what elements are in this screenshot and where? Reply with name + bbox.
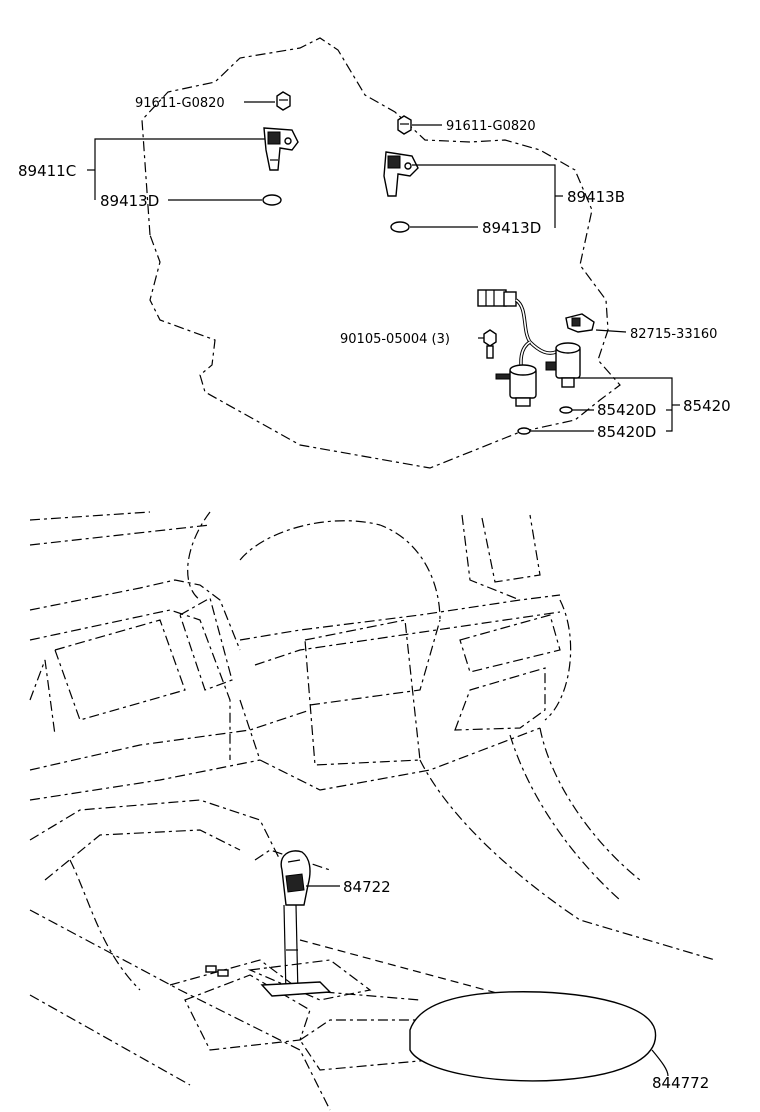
shift-knob-part	[280, 850, 311, 906]
bolt-right-part	[397, 115, 412, 135]
oring-left-part	[262, 194, 282, 206]
dashboard-outline	[29, 511, 716, 961]
bolt-left-part	[276, 91, 291, 111]
shift-knob-label: 84722	[343, 878, 391, 896]
transmission-outline	[141, 37, 621, 469]
solenoid-valve-right-part	[545, 342, 581, 388]
harness-connector-part	[477, 289, 517, 307]
oring-left-label: 89413D	[100, 192, 159, 210]
sensor-right-bracket	[412, 164, 556, 228]
sensor-left-assy-label: 89411C	[18, 162, 76, 180]
speed-sensor-left-part	[263, 127, 299, 171]
solenoid-valve-left-part	[495, 364, 537, 407]
sensor-left-bracket	[94, 138, 265, 200]
solenoid-bolt-part	[483, 329, 497, 359]
solenoid-assy-label: 85420	[683, 397, 731, 415]
oring-solenoid-2-label: 85420D	[597, 423, 656, 441]
bolt-left-label: 91611-G0820	[135, 96, 225, 111]
solenoid-bolt-label: 90105-05004 (3)	[340, 332, 450, 347]
oring-solenoid-1-label: 85420D	[597, 401, 656, 419]
oring-right-part	[390, 221, 410, 233]
connector-leader	[595, 329, 627, 333]
speed-sensor-right-part	[383, 151, 419, 197]
console-leader	[651, 1049, 669, 1077]
shift-lever-part	[260, 904, 332, 997]
oring-solenoid-2-part	[517, 427, 531, 435]
connector-label: 82715-33160	[630, 327, 717, 342]
oring-right-label: 89413D	[482, 219, 541, 237]
shift-base-clip-part	[205, 965, 217, 973]
bolt-right-label: 91611-G0820	[446, 119, 536, 134]
console-label: 844772	[652, 1074, 709, 1092]
sensor-right-assy-label: 89413B	[567, 188, 625, 206]
console-lid-part	[409, 991, 657, 1082]
shift-base-clip-2-part	[217, 969, 229, 977]
connector-clip-part	[565, 313, 595, 333]
harness-wires	[514, 298, 557, 373]
oring-solenoid-1-part	[559, 406, 573, 414]
